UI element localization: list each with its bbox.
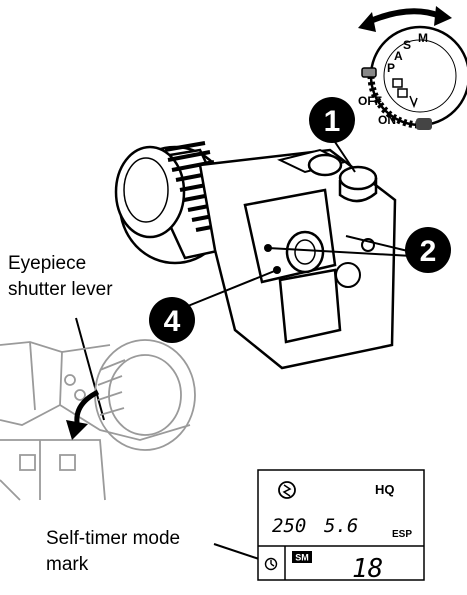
lcd-aperture: 5.6 (324, 515, 358, 537)
callout-2: 2 (405, 227, 451, 273)
eyepiece (287, 232, 323, 272)
lcd-frame-count: 18 (352, 554, 383, 584)
top-dial-left (309, 155, 341, 175)
label-eyepiece-line2: shutter lever (8, 278, 113, 301)
viewfinder-housing (245, 190, 335, 282)
dial-rotation-arrow (368, 11, 440, 22)
lcd-quality-hq: HQ (375, 482, 395, 497)
dial-mode-s: S (403, 38, 411, 52)
lcd-sm-text: SM (295, 553, 309, 563)
label-eyepiece-line1: Eyepiece (8, 252, 86, 275)
rear-lcd (280, 270, 340, 342)
callout-1-number: 1 (324, 105, 341, 138)
power-switch-knob (416, 118, 432, 130)
lcd-esp: ESP (392, 529, 412, 540)
callout-2-number: 2 (420, 235, 437, 268)
lcd-shutter-speed: 250 (272, 515, 306, 537)
callout-1: 1 (309, 97, 355, 143)
dial-mode-m: M (418, 31, 428, 45)
callout-4: 4 (149, 297, 195, 343)
dial-on-label: ON (378, 113, 396, 127)
arrow-pad (336, 263, 360, 287)
dial-arrow-head-left-icon (358, 12, 376, 32)
mode-dial-on-camera (340, 167, 376, 189)
dial-mode-p: P (387, 61, 395, 75)
dial-index-mark (362, 68, 376, 77)
eyepiece-closeup (0, 340, 195, 500)
callout-4-number: 4 (164, 305, 181, 338)
mode-dial: M S A P OFF ON (358, 6, 467, 130)
dial-mode-a: A (394, 49, 403, 63)
label-selftimer-line2: mark (46, 553, 88, 576)
dial-arrow-head-right-icon (434, 6, 452, 26)
label-selftimer-line1: Self-timer mode (46, 527, 180, 550)
control-panel-lcd: HQ 250 5.6 ESP SM 18 (258, 470, 424, 584)
dial-off-label: OFF (358, 94, 382, 108)
